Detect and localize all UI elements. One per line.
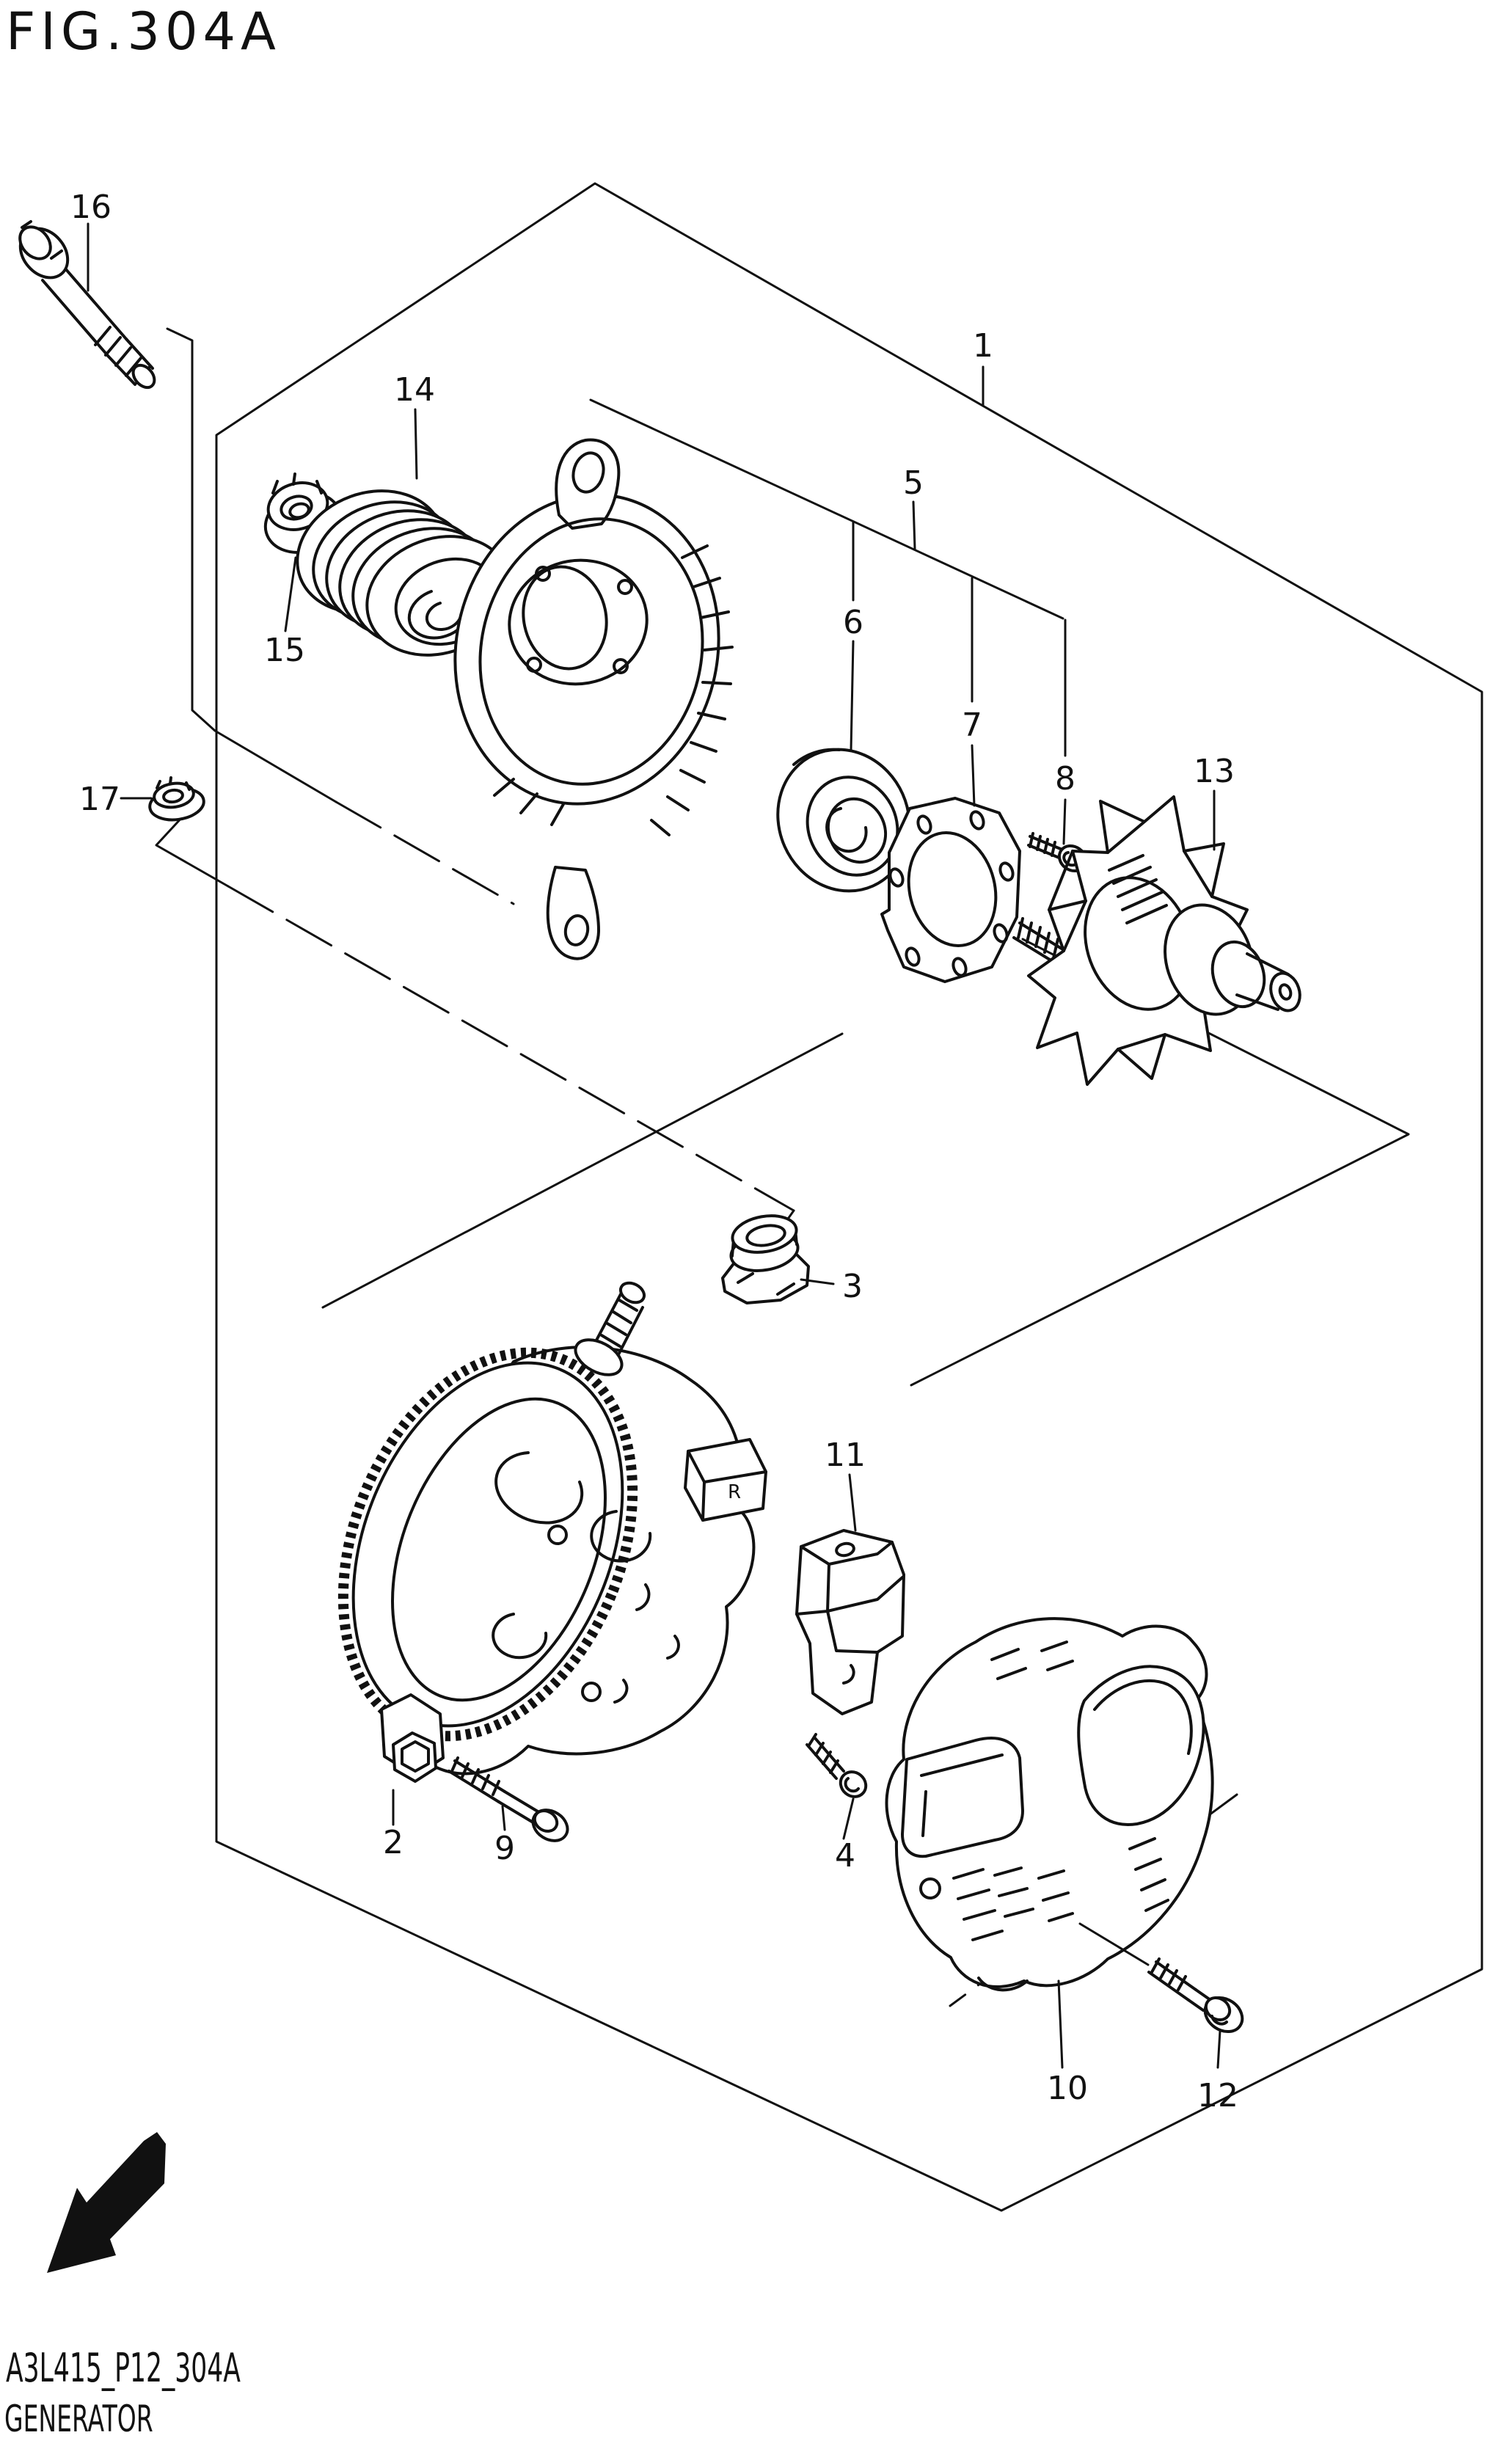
figure-part-name: GENERATOR (4, 2398, 153, 2438)
connector-marking: R (728, 1481, 741, 1503)
callout-leader-7-1 (971, 744, 976, 807)
part-2-stator-assembly: R (337, 1281, 767, 1783)
part-12-bolt (1147, 1957, 1244, 2034)
callout-label-16: 16 (70, 189, 112, 226)
outer-boundary (215, 182, 1483, 2212)
alignment-line-b-solid (155, 814, 230, 888)
group-bracket-line (589, 398, 1064, 620)
callout-label-7: 7 (962, 707, 982, 744)
figure-title: FIG.304A (6, 1, 281, 62)
callout-leader-10 (1057, 1979, 1064, 2069)
callout-label-6: 6 (843, 604, 863, 641)
part-14-pulley (296, 489, 512, 657)
callout-label-1: 1 (973, 327, 993, 365)
callout-label-11: 11 (825, 1437, 866, 1474)
callout-leader-12-1 (1078, 1922, 1150, 1966)
callout-label-13: 13 (1194, 753, 1235, 790)
callout-leader-9 (501, 1805, 506, 1831)
callout-label-10: 10 (1047, 2070, 1088, 2107)
callout-label-12: 12 (1197, 2077, 1238, 2114)
callout-leader-3 (800, 1278, 835, 1285)
callout-label-9: 9 (494, 1830, 515, 1867)
part-17-terminal-nut (148, 776, 205, 822)
callout-leader-12 (1216, 2029, 1221, 2069)
callout-leader-5 (912, 500, 916, 550)
drawing-code: A3L415_P12_304A (6, 2345, 241, 2391)
inner-boundary-left (321, 1032, 844, 1309)
alignment-line-b-dashed (227, 885, 795, 1212)
callout-label-17: 17 (79, 781, 120, 818)
callout-leader-8-1 (1062, 798, 1067, 845)
callout-leader-15 (284, 556, 297, 632)
part-9-bolt (448, 1756, 569, 1842)
part-4-screw (806, 1733, 868, 1798)
part-11-regulator (795, 1529, 905, 1715)
callout-leader-4 (842, 1798, 855, 1840)
part-3-terminal-insulator (721, 1214, 810, 1304)
part-front-housing (453, 438, 734, 960)
part-10-rear-cover (885, 1617, 1214, 1992)
part-16-through-bolt (18, 220, 156, 390)
callout-label-5: 5 (903, 464, 924, 502)
callout-label-8: 8 (1055, 760, 1075, 798)
callout-label-3: 3 (842, 1268, 863, 1305)
callout-label-4: 4 (835, 1837, 855, 1875)
fwd-arrow: FWD (47, 2132, 166, 2273)
callout-leader-14 (414, 408, 418, 480)
part-13-rotor (1012, 795, 1301, 1086)
inner-boundary-right (910, 938, 1410, 1387)
part-15-pulley-nut (263, 472, 343, 555)
callout-label-15: 15 (264, 632, 305, 669)
callout-label-14: 14 (394, 371, 435, 409)
callout-label-2: 2 (383, 1824, 403, 1861)
callout-leader-11 (848, 1473, 857, 1532)
part-6-bearing (776, 748, 911, 893)
part-7-retainer-plate (880, 797, 1021, 983)
boundary-lines (155, 182, 1483, 2212)
alignment-line-a-solid (166, 327, 337, 803)
callout-leader-6-1 (850, 640, 855, 751)
alignment-line-a-dashed (335, 800, 515, 905)
